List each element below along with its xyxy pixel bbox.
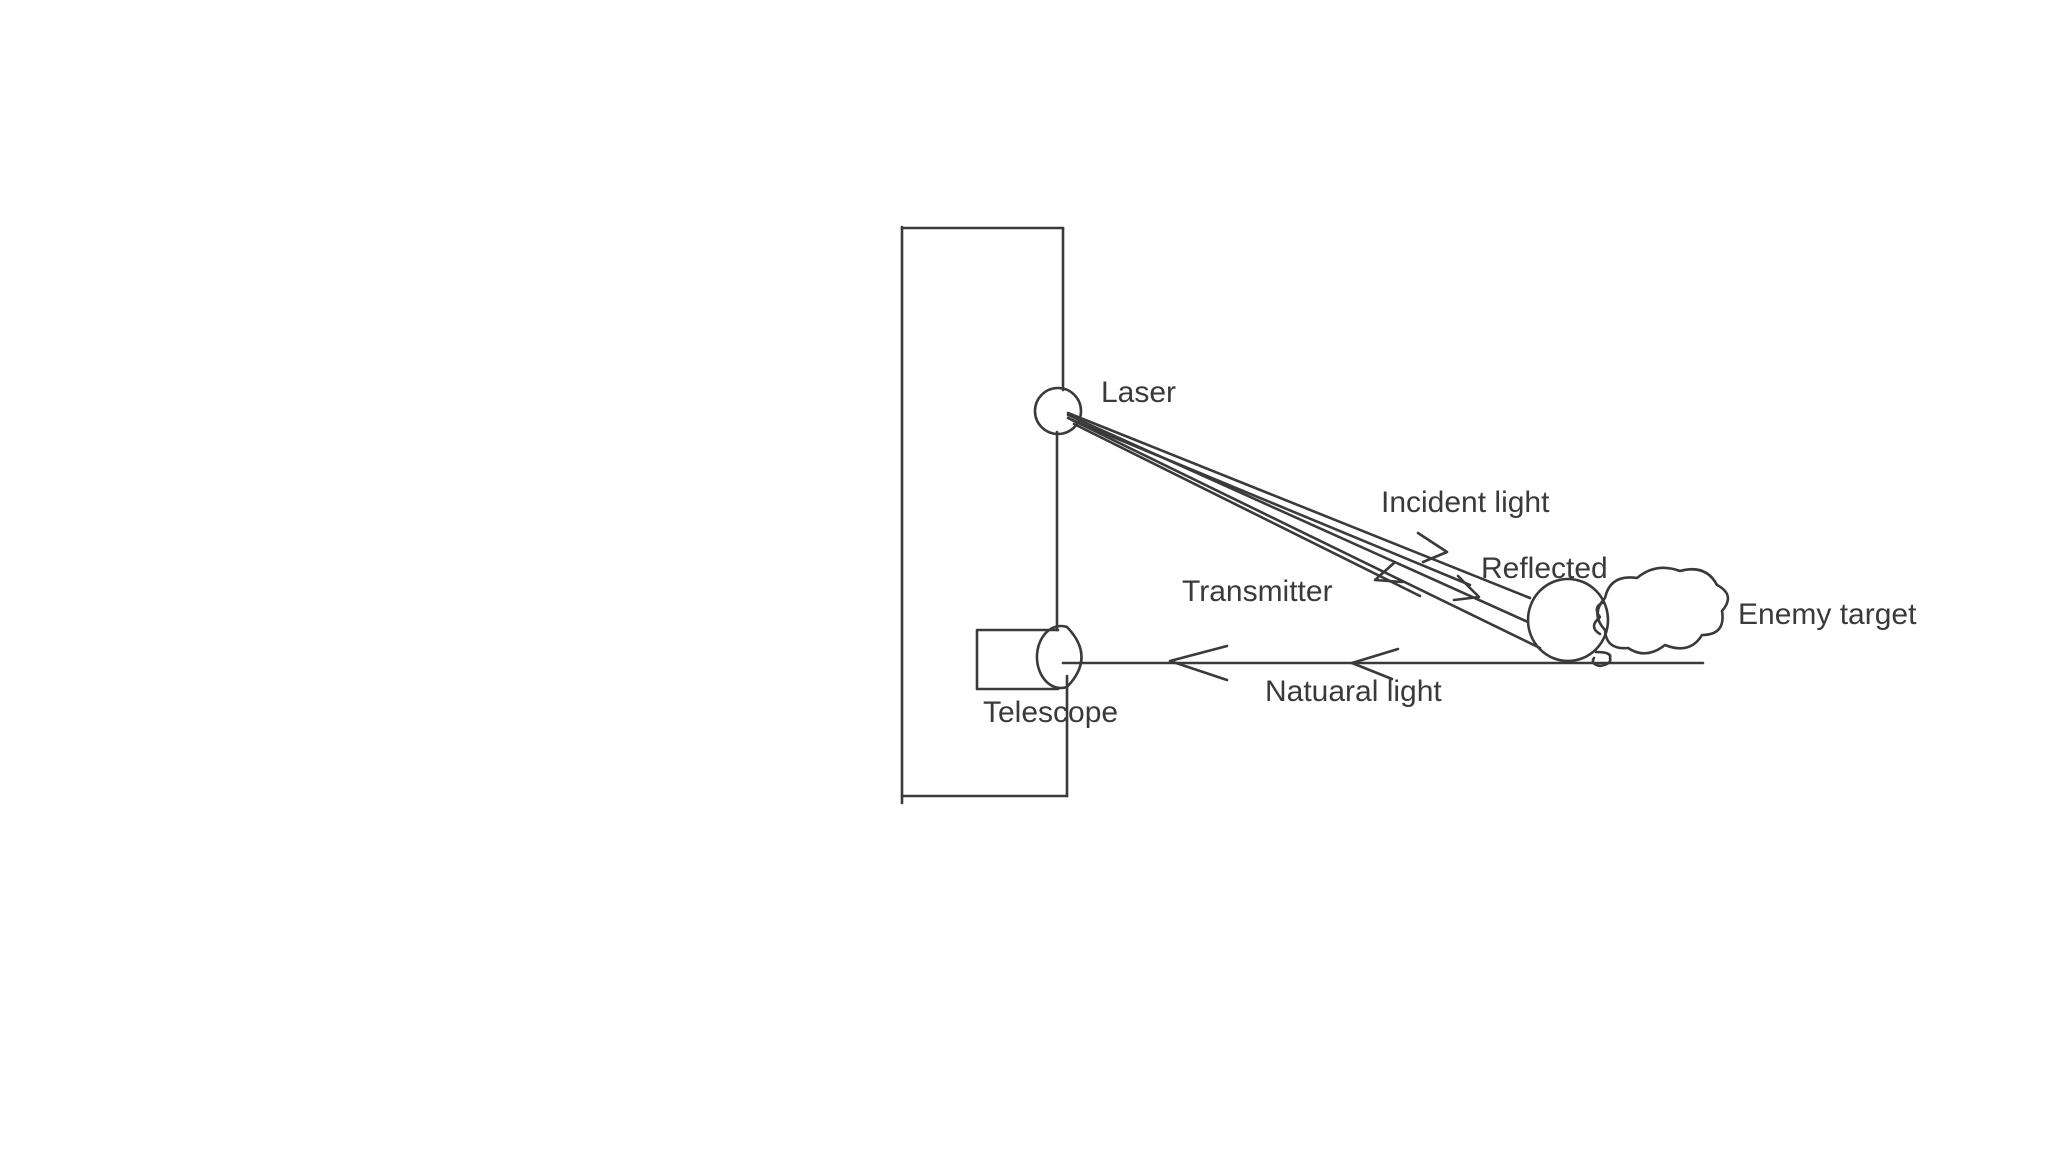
telescope-eyepiece [975, 628, 1060, 691]
enemy-target [1526, 566, 1730, 668]
transmitter-label: Transmitter [1182, 575, 1333, 608]
telescope-lens [1035, 624, 1083, 690]
reflected-label: Reflected [1481, 552, 1608, 585]
target-sphere [1526, 577, 1610, 663]
natural-light-label: Natuaral light [1265, 675, 1442, 708]
beam-inner-2 [1072, 422, 1422, 598]
target-base [1591, 650, 1612, 668]
beam-inner-1 [1070, 418, 1472, 587]
incident-light-label: Incident light [1381, 486, 1550, 519]
incident-beam [1066, 411, 1532, 600]
laser-label: Laser [1101, 376, 1176, 409]
enemy-target-label: Enemy target [1738, 598, 1917, 631]
laser-beams [1066, 411, 1542, 650]
natural-light-arrow-2-icon [1350, 647, 1400, 681]
reflected-arrow-icon [1452, 574, 1481, 602]
transmitter-arrow-icon [1373, 561, 1405, 584]
incident-arrow-icon [1416, 531, 1449, 564]
natural-light-ray [1061, 644, 1705, 682]
reflected-beam [1066, 416, 1542, 650]
target-cloud [1596, 566, 1730, 655]
telescope-label: Telescope [983, 696, 1118, 729]
laser-source [1033, 386, 1083, 436]
device-housing [900, 225, 1069, 805]
target-cloud-inner [1592, 600, 1606, 636]
natural-light-arrow-1-icon [1168, 644, 1229, 682]
beam-arrows [1373, 531, 1481, 602]
